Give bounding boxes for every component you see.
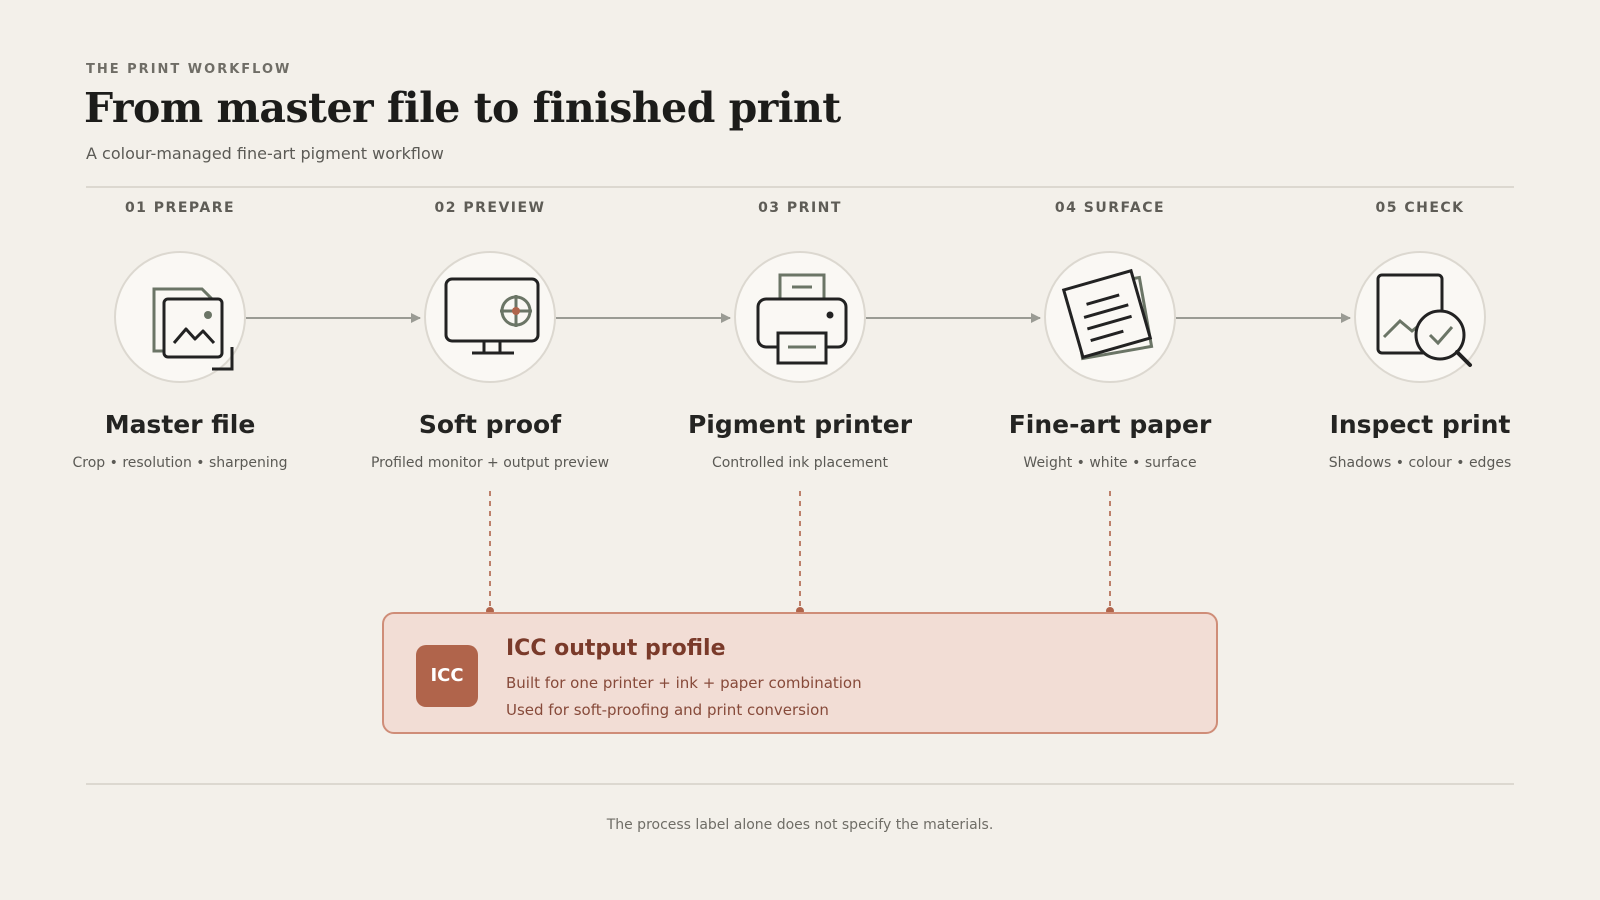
step-label-preview: 02 PREVIEW <box>434 200 546 216</box>
step-node-inspect-print <box>1354 251 1486 383</box>
step-node-master-file <box>114 251 246 383</box>
step-desc-soft-proof: Profiled monitor + output preview <box>370 455 610 471</box>
top-divider <box>86 186 1514 188</box>
page-title: From master file to finished print <box>84 84 841 132</box>
step-desc-fine-art-paper: Weight • white • surface <box>1023 455 1197 471</box>
step-desc-pigment-printer: Controlled ink placement <box>711 455 889 471</box>
step-name-soft-proof: Soft proof <box>418 410 562 439</box>
paper-sheets-icon <box>1061 268 1154 361</box>
step-name-inspect-print: Inspect print <box>1329 410 1511 439</box>
step-name-pigment-printer: Pigment printer <box>687 410 913 439</box>
step-label-check: 05 CHECK <box>1375 200 1465 216</box>
monitor-target-icon <box>444 277 540 355</box>
step-node-fine-art-paper <box>1044 251 1176 383</box>
step-name-master-file: Master file <box>104 410 256 439</box>
icc-title: ICC output profile <box>506 636 726 661</box>
icc-description-line-1: Built for one printer + ink + paper comb… <box>506 674 862 692</box>
image-files-icon <box>152 287 234 371</box>
step-label-print: 03 PRINT <box>758 200 842 216</box>
magnifier-check-icon <box>1376 273 1472 367</box>
icc-profile-panel: ICC ICC output profile Built for one pri… <box>382 612 1218 734</box>
step-label-prepare: 01 PREPARE <box>124 200 236 216</box>
step-desc-inspect-print: Shadows • colour • edges <box>1328 455 1512 471</box>
page-subtitle: A colour-managed fine-art pigment workfl… <box>86 144 444 163</box>
printer-icon <box>756 273 848 365</box>
eyebrow: THE PRINT WORKFLOW <box>86 62 292 77</box>
step-label-surface: 04 SURFACE <box>1054 200 1166 216</box>
step-node-pigment-printer <box>734 251 866 383</box>
step-name-fine-art-paper: Fine-art paper <box>1008 410 1212 439</box>
step-node-soft-proof <box>424 251 556 383</box>
icc-badge: ICC <box>416 645 478 707</box>
bottom-divider <box>86 783 1514 785</box>
step-desc-master-file: Crop • resolution • sharpening <box>72 455 288 471</box>
footnote: The process label alone does not specify… <box>606 817 994 833</box>
icc-description-line-2: Used for soft-proofing and print convers… <box>506 701 829 719</box>
